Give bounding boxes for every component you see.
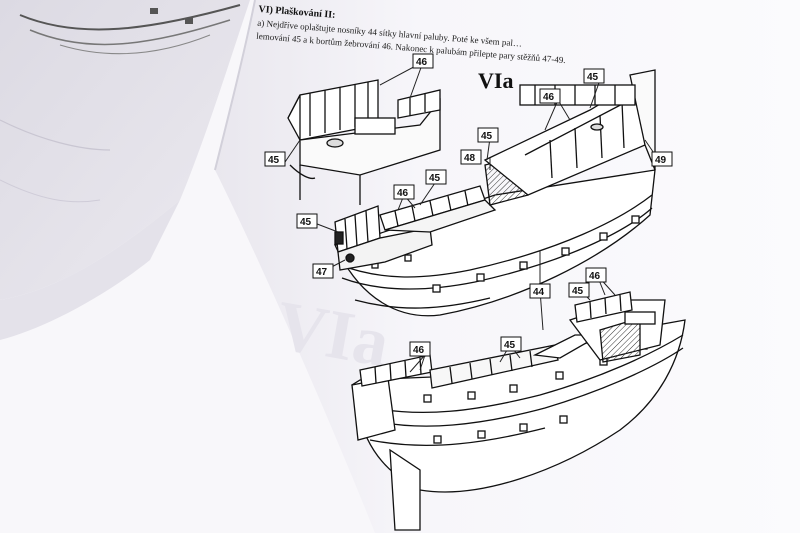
svg-text:46: 46 xyxy=(413,345,425,356)
svg-text:44: 44 xyxy=(533,287,545,298)
svg-text:45: 45 xyxy=(300,217,312,228)
left-page xyxy=(0,0,250,340)
ship-assembly-bottom xyxy=(351,291,686,531)
callout-46: 46 xyxy=(412,53,434,69)
callout-46: 46 xyxy=(393,184,415,200)
callout-45: 45 xyxy=(583,68,605,84)
callout-45: 45 xyxy=(264,151,286,167)
callout-46: 46 xyxy=(585,267,607,283)
figure-title: VIa xyxy=(478,68,513,93)
svg-text:47: 47 xyxy=(316,267,328,278)
svg-text:45: 45 xyxy=(481,131,493,142)
svg-text:46: 46 xyxy=(589,271,601,282)
callout-48: 48 xyxy=(460,149,482,165)
callout-labels: 46 45 45 46 45 48 49 45 46 45 47 44 45 4… xyxy=(264,53,673,357)
svg-text:46: 46 xyxy=(543,92,555,103)
svg-text:49: 49 xyxy=(655,155,667,166)
svg-text:45: 45 xyxy=(429,173,441,184)
svg-text:45: 45 xyxy=(504,340,516,351)
svg-text:45: 45 xyxy=(268,155,280,166)
callout-44: 44 xyxy=(529,283,551,299)
svg-text:46: 46 xyxy=(397,188,409,199)
svg-text:45: 45 xyxy=(572,286,584,297)
callout-45: 45 xyxy=(500,336,522,352)
callout-46: 46 xyxy=(539,88,561,104)
callout-49: 49 xyxy=(651,151,673,167)
ship-detail-top xyxy=(287,79,441,205)
svg-text:46: 46 xyxy=(416,57,428,68)
callout-45: 45 xyxy=(568,282,590,298)
svg-text:48: 48 xyxy=(464,153,476,164)
callout-47: 47 xyxy=(312,263,334,279)
callout-45: 45 xyxy=(477,127,499,143)
callout-45: 45 xyxy=(296,213,318,229)
callout-46: 46 xyxy=(409,341,431,357)
callout-45: 45 xyxy=(425,169,447,185)
svg-text:45: 45 xyxy=(587,72,599,83)
